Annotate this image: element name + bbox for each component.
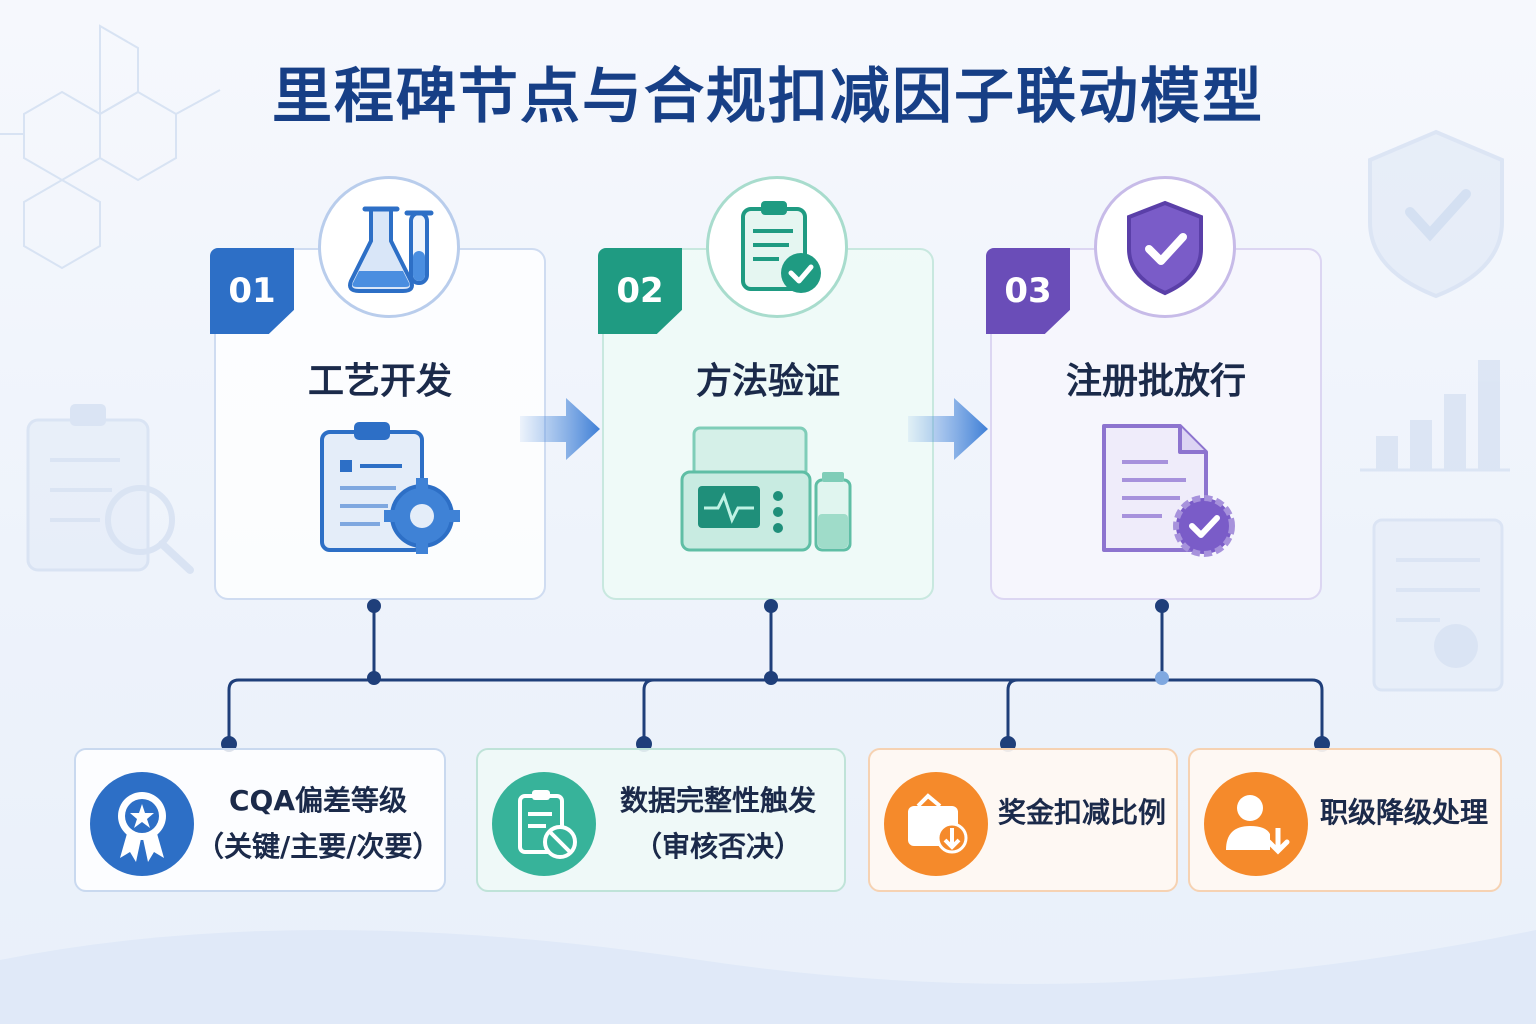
stage-icon-circle: [706, 176, 848, 318]
wave-decor: [0, 930, 1536, 1024]
monitor-device-icon: [680, 426, 852, 552]
stage-icon-circle: [1094, 176, 1236, 318]
bar-chart-decor: [1360, 360, 1510, 472]
factor-label: CQA偏差等级 （关键/主要/次要）: [196, 778, 440, 870]
stage-number-badge: 03: [986, 248, 1070, 334]
molecule-decor: [0, 24, 221, 270]
stage-number-badge: 01: [210, 248, 294, 334]
shield-decor: [1368, 129, 1504, 299]
stage-icon-circle: [318, 176, 460, 318]
factor-label: 职级降级处理: [1310, 790, 1498, 836]
factor-label: 奖金扣减比例: [988, 790, 1176, 836]
shield-check-icon: [1127, 200, 1203, 296]
certificate-decor: [1372, 518, 1504, 692]
clipboard-block-icon: [518, 790, 577, 859]
factor-label-main: 数据完整性触发: [619, 784, 816, 817]
stage-number-badge: 02: [598, 248, 682, 334]
award-badge-icon: [118, 792, 166, 862]
flow-arrow-icon: [520, 398, 600, 460]
stage-title: 注册批放行: [1065, 361, 1246, 402]
factor-icon-circle: [90, 772, 194, 876]
user-down-icon: [1226, 795, 1290, 855]
flow-arrow-icon: [908, 398, 988, 460]
factor-icon-circle: [1204, 772, 1308, 876]
factor-label-main: 职级降级处理: [1319, 796, 1488, 829]
factor-icon-circle: [492, 772, 596, 876]
page-title: 里程碑节点与合规扣减因子联动模型: [272, 62, 1264, 132]
wallet-down-icon: [908, 793, 968, 854]
factor-label-sub: （关键/主要/次要）: [196, 830, 441, 863]
clipboard-gear-icon: [320, 422, 460, 554]
clipboard-check-icon: [741, 201, 821, 293]
factor-label-sub: （审核否决）: [633, 830, 802, 863]
stage-title: 工艺开发: [307, 361, 452, 402]
flask-icon: [348, 206, 434, 293]
stage-title: 方法验证: [695, 361, 840, 402]
document-check-icon: [1102, 424, 1235, 557]
clipboard-search-decor: [26, 404, 194, 574]
factor-icon-circle: [884, 772, 988, 876]
factor-label-main: CQA偏差等级: [228, 784, 408, 817]
factor-label: 数据完整性触发 （审核否决）: [598, 778, 838, 870]
factor-label-main: 奖金扣减比例: [997, 796, 1166, 829]
